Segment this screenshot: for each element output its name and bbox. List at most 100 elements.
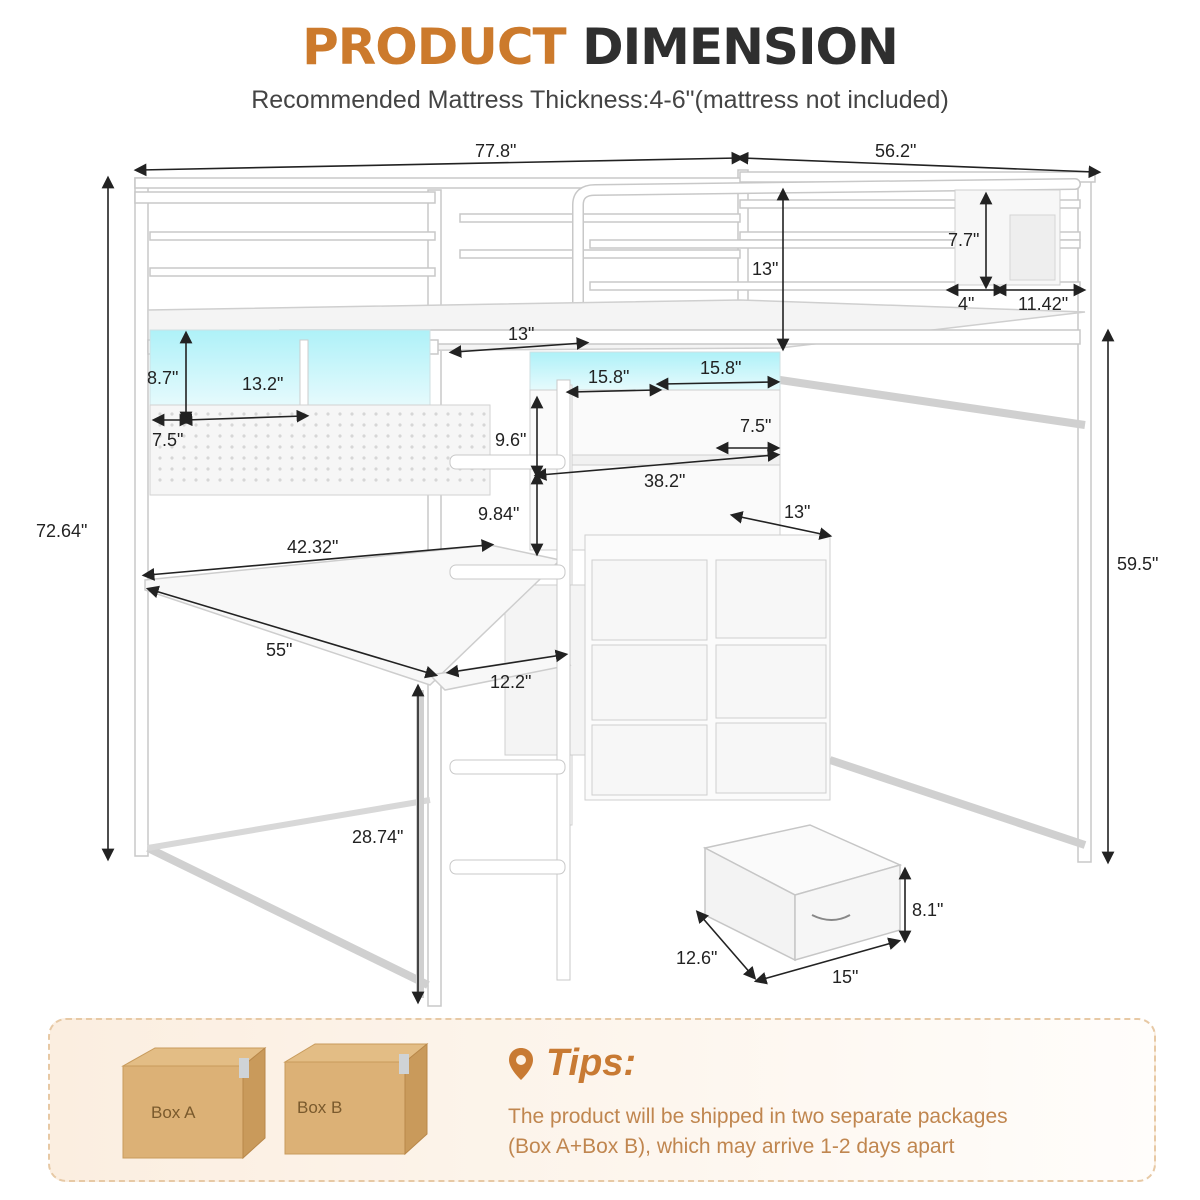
pegboard-hole [338, 456, 342, 460]
dim-shelf-height-upper: 9.6" [495, 430, 526, 450]
pegboard-hole [242, 423, 246, 427]
pegboard-hole [206, 478, 210, 482]
left-front-post [134, 177, 149, 857]
pegboard-hole [374, 412, 378, 416]
pegboard-hole [470, 423, 474, 427]
tips-title: Tips: [546, 1042, 637, 1084]
dim-ladder-opening: 13" [508, 324, 534, 344]
pegboard-hole [398, 434, 402, 438]
box-a-label: Box A [151, 1103, 196, 1122]
pegboard-hole [374, 423, 378, 427]
pegboard-hole [422, 467, 426, 471]
pegboard-hole [374, 456, 378, 460]
pegboard-hole [446, 412, 450, 416]
pegboard-hole [266, 412, 270, 416]
pegboard-hole [278, 445, 282, 449]
pegboard-hole [398, 412, 402, 416]
pegboard-hole [278, 412, 282, 416]
pegboard-hole [350, 434, 354, 438]
front-rail-mid [589, 239, 1081, 249]
pegboard-hole [326, 445, 330, 449]
dim-desk-length: 55" [266, 640, 292, 660]
ladder [449, 379, 571, 981]
pegboard-hole [182, 412, 186, 416]
pegboard-hole [170, 467, 174, 471]
dimension-labels: 77.8" 56.2" 72.64" 13" 13" 7.7" 4" 11.42… [36, 141, 1158, 987]
pegboard-hole [206, 467, 210, 471]
pegboard-hole [290, 445, 294, 449]
pegboard-hole [194, 445, 198, 449]
dim-overall-length: 77.8" [475, 141, 516, 161]
pegboard-hole [422, 423, 426, 427]
pegboard-hole [482, 478, 486, 482]
pegboard-hole [278, 423, 282, 427]
pegboard-hole [230, 456, 234, 460]
tips-heading: Tips: [508, 1042, 636, 1085]
pegboard-hole [422, 412, 426, 416]
pegboard-hole [338, 434, 342, 438]
pegboard-hole [194, 412, 198, 416]
pegboard-hole [326, 467, 330, 471]
dim-bag-depth: 4" [958, 294, 974, 314]
pegboard-hole [302, 412, 306, 416]
pegboard-hole [434, 434, 438, 438]
pegboard-hole [326, 412, 330, 416]
pegboard-hole [158, 467, 162, 471]
dim-desk-long-side: 42.32" [287, 537, 338, 557]
fabric-drawer [702, 824, 903, 962]
pegboard-hole [470, 445, 474, 449]
led-shelf-unit [149, 329, 781, 411]
pegboard-hole [266, 467, 270, 471]
pegboard-hole [326, 456, 330, 460]
pegboard-hole [218, 445, 222, 449]
pegboard-hole [434, 456, 438, 460]
pegboard-hole [362, 445, 366, 449]
pegboard-hole [254, 434, 258, 438]
pegboard-hole [158, 412, 162, 416]
pegboard-hole [266, 478, 270, 482]
pegboard-hole [386, 434, 390, 438]
storage-bag [954, 189, 1061, 286]
pegboard-hole [158, 423, 162, 427]
dim-bag-width: 11.42" [1018, 294, 1068, 314]
pegboard-hole [290, 478, 294, 482]
dim-overall-width: 56.2" [875, 141, 916, 161]
dim-drawer-height: 8.1" [912, 900, 943, 920]
pegboard-hole [350, 467, 354, 471]
pegboard-hole [398, 478, 402, 482]
dim-under-bed-clearance: 59.5" [1117, 554, 1158, 574]
pegboard-hole [410, 467, 414, 471]
pegboard-hole [278, 434, 282, 438]
tips-line-2: (Box A+Box B), which may arrive 1-2 days… [508, 1135, 955, 1158]
pegboard-hole [158, 478, 162, 482]
pegboard-hole [158, 456, 162, 460]
pegboard-hole [434, 467, 438, 471]
dim-shelf-height-lower: 9.84" [478, 504, 519, 524]
pegboard-hole [242, 445, 246, 449]
pegboard-hole [206, 423, 210, 427]
pegboard-hole [338, 445, 342, 449]
pegboard-hole [374, 445, 378, 449]
pegboard-hole [326, 423, 330, 427]
pegboard-hole [170, 445, 174, 449]
pegboard-hole [170, 412, 174, 416]
title-word-dimension: DIMENSION [582, 18, 899, 76]
dim-desk-height: 28.74" [352, 827, 403, 847]
pegboard-hole [218, 423, 222, 427]
pegboard-hole [170, 478, 174, 482]
pegboard-hole [242, 478, 246, 482]
pegboard-hole [410, 434, 414, 438]
pegboard-hole [182, 423, 186, 427]
pegboard-hole [434, 478, 438, 482]
pegboard-hole [218, 434, 222, 438]
pegboard-hole [302, 434, 306, 438]
pegboard-hole [254, 467, 258, 471]
pegboard-hole [218, 412, 222, 416]
pegboard-hole [242, 456, 246, 460]
dimension-lines [101, 151, 1115, 1005]
pegboard-hole [434, 445, 438, 449]
pegboard-hole [326, 478, 330, 482]
pegboard-hole [218, 456, 222, 460]
pegboard-hole [350, 445, 354, 449]
pegboard-hole [338, 412, 342, 416]
